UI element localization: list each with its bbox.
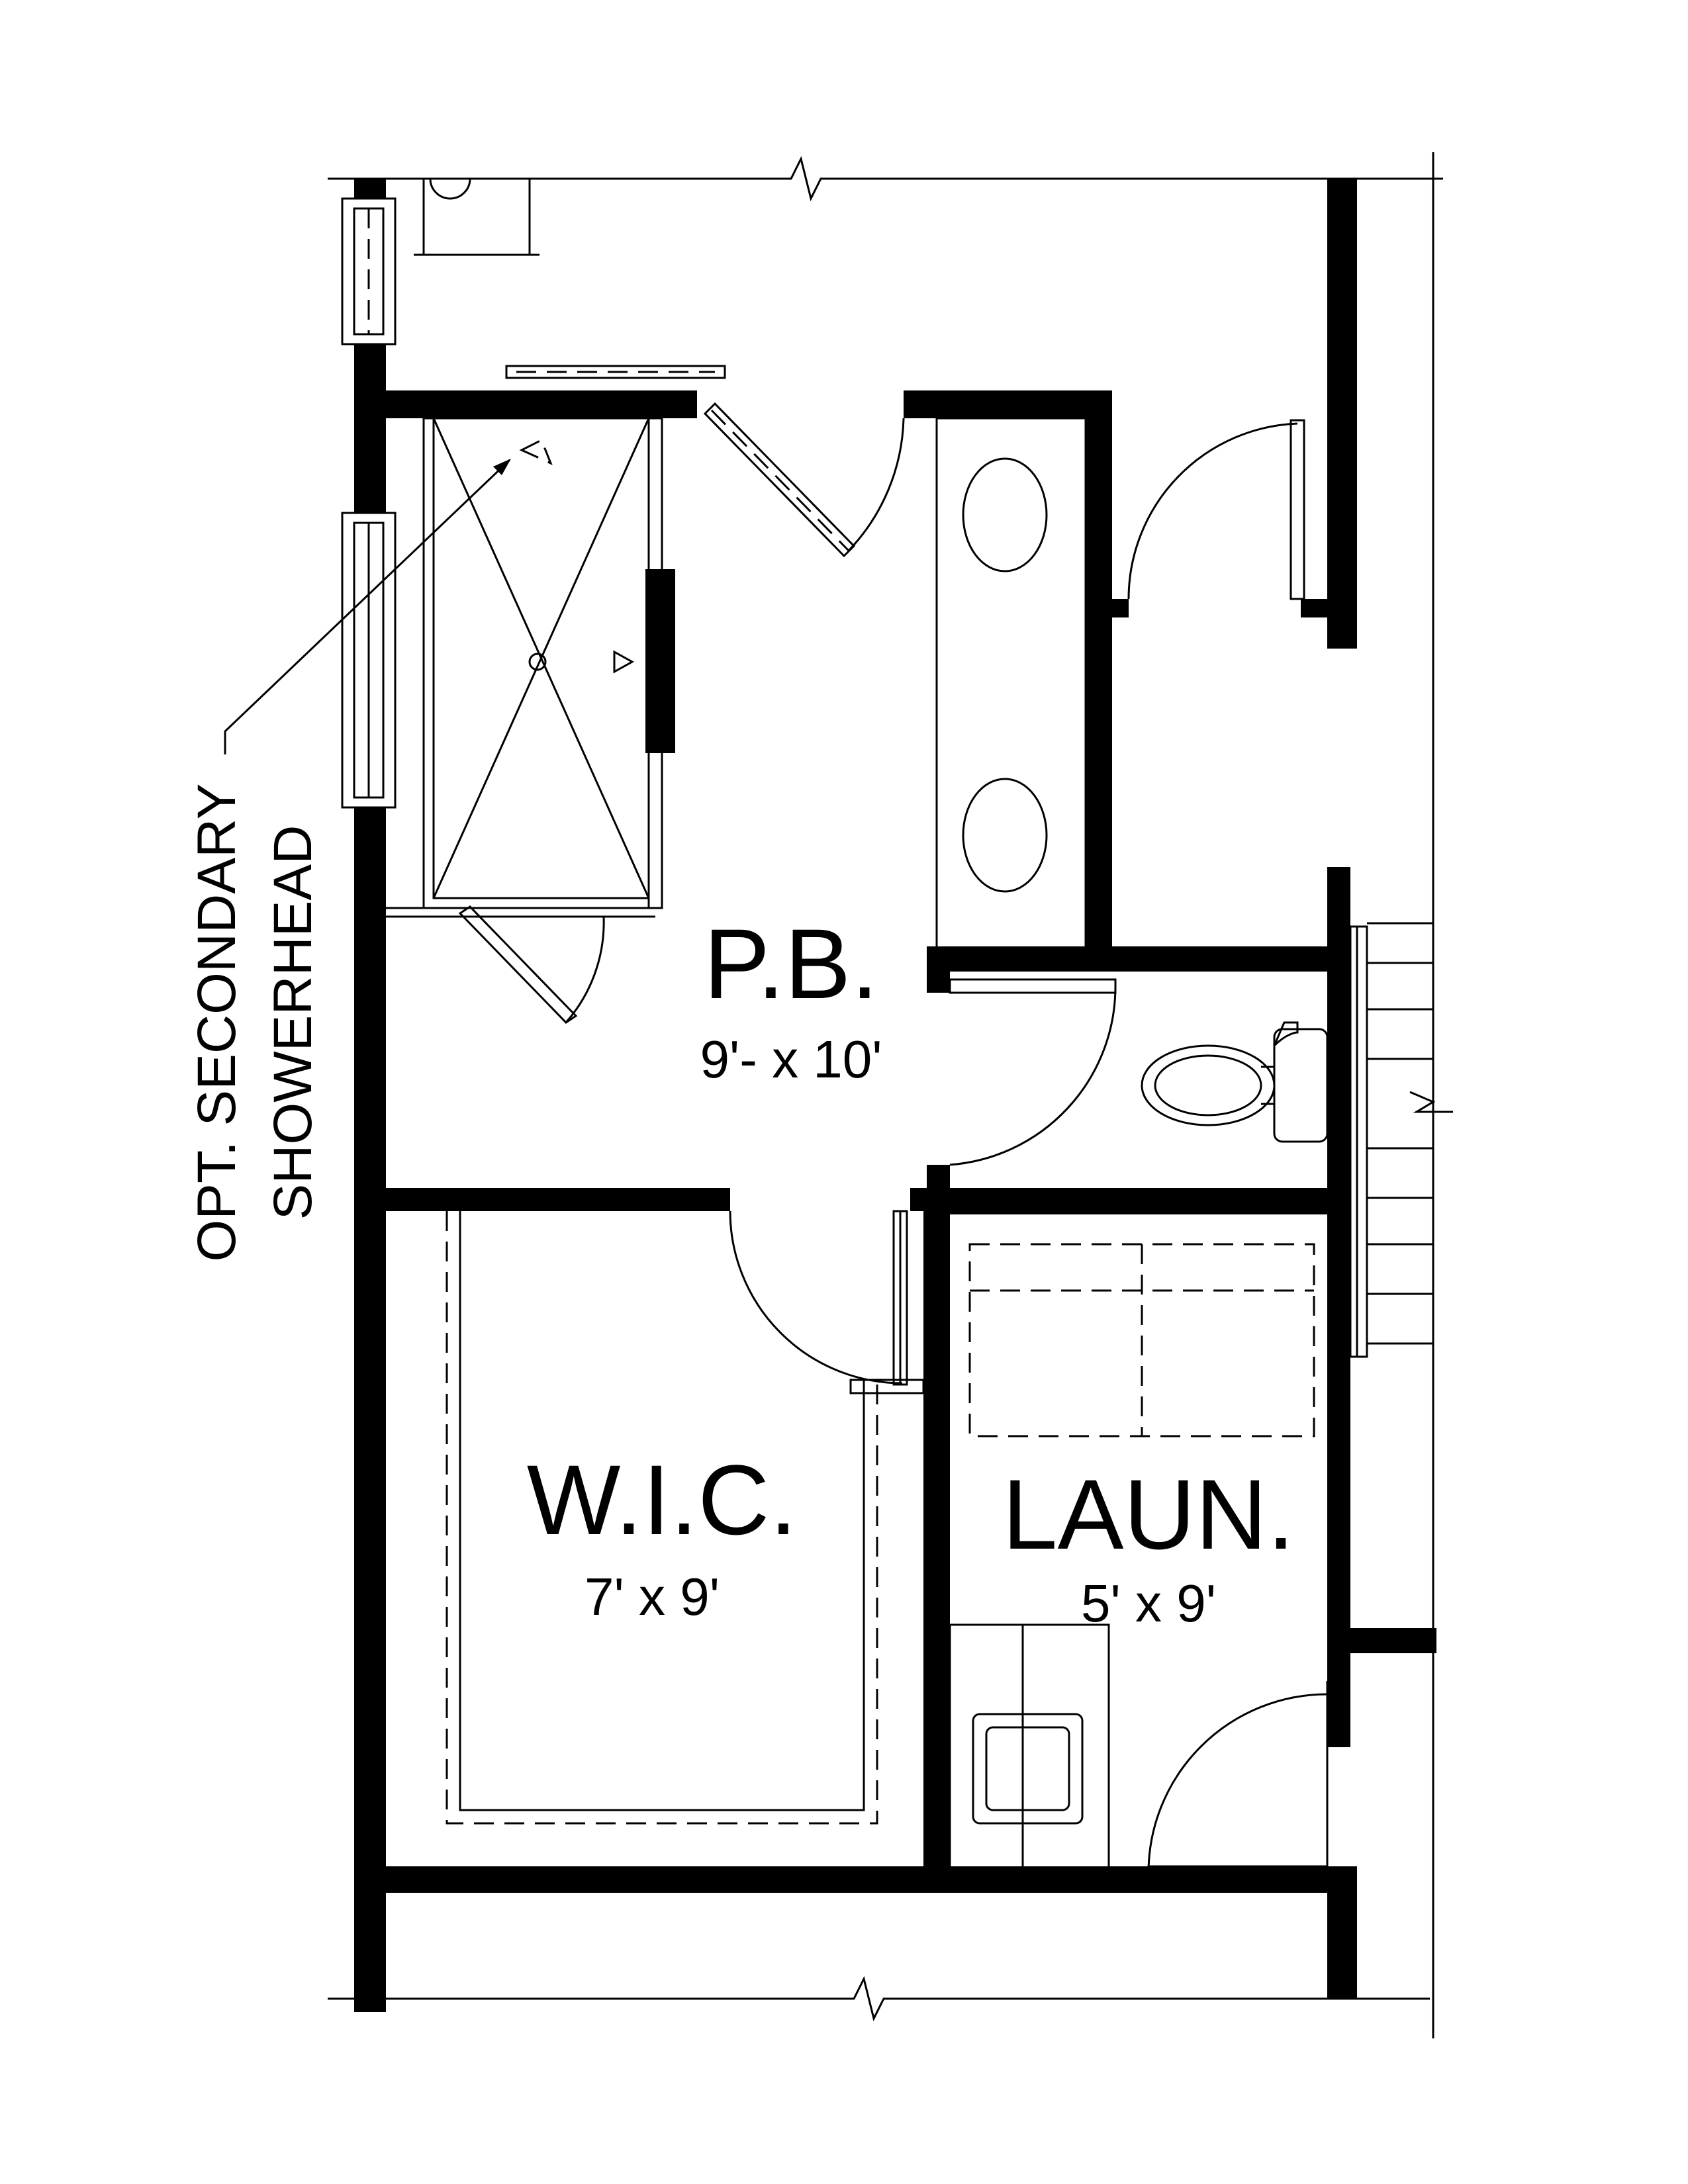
note-line-2: SHOWERHEAD	[263, 825, 323, 1220]
sink-upper	[962, 457, 1048, 572]
right-reference-line	[1427, 152, 1443, 2038]
wic-label: W.I.C. 7' x 9'	[527, 1444, 797, 1626]
toilet-room-walls	[927, 867, 1350, 1747]
south-wall	[354, 1866, 1357, 1893]
laundry-label: LAUN. 5' x 9'	[1002, 1459, 1295, 1633]
note-line-1: OPT. SECONDARY	[187, 784, 247, 1262]
vanity-counter	[935, 417, 1087, 949]
bottom-break-line	[328, 1976, 1430, 2022]
primary-bath-size: 9'- x 10'	[700, 1030, 882, 1089]
primary-bath-name: P.B.	[704, 908, 878, 1019]
shower-stall	[422, 417, 663, 909]
wic-name: W.I.C.	[527, 1444, 797, 1555]
partial-fixture-top-left	[414, 178, 539, 256]
washer-dryer	[968, 1243, 1315, 1437]
sink-lower	[962, 778, 1048, 893]
stairs	[1349, 922, 1453, 1358]
showerhead-icon	[519, 438, 553, 465]
opt-secondary-showerhead-note: OPT. SECONDARY SHOWERHEAD	[187, 784, 323, 1262]
laundry-name: LAUN.	[1002, 1459, 1295, 1570]
bath-entry-door[interactable]	[703, 402, 905, 558]
wic-shelving	[445, 1211, 925, 1825]
wic-door[interactable]	[729, 1210, 908, 1386]
bath-north-wall	[386, 365, 1129, 953]
laundry-sink	[949, 1623, 1110, 1874]
toilet	[1141, 1021, 1329, 1143]
primary-bath-label: P.B. 9'- x 10'	[700, 908, 882, 1089]
top-break-line	[328, 156, 1430, 202]
shower-bench-wall	[645, 569, 675, 753]
wic-size: 7' x 9'	[585, 1567, 720, 1626]
right-upper-wall	[1301, 179, 1357, 649]
hall-door[interactable]	[1127, 419, 1305, 600]
left-exterior-wall	[341, 179, 397, 2012]
note-leader-arrow	[224, 459, 511, 754]
laundry-exterior-door[interactable]	[1147, 1681, 1329, 1881]
laundry-size: 5' x 9'	[1081, 1574, 1216, 1633]
shower-glass-door[interactable]	[386, 905, 655, 1024]
bath-wic-wall	[386, 1188, 933, 1211]
toilet-room-door[interactable]	[949, 978, 1117, 1166]
